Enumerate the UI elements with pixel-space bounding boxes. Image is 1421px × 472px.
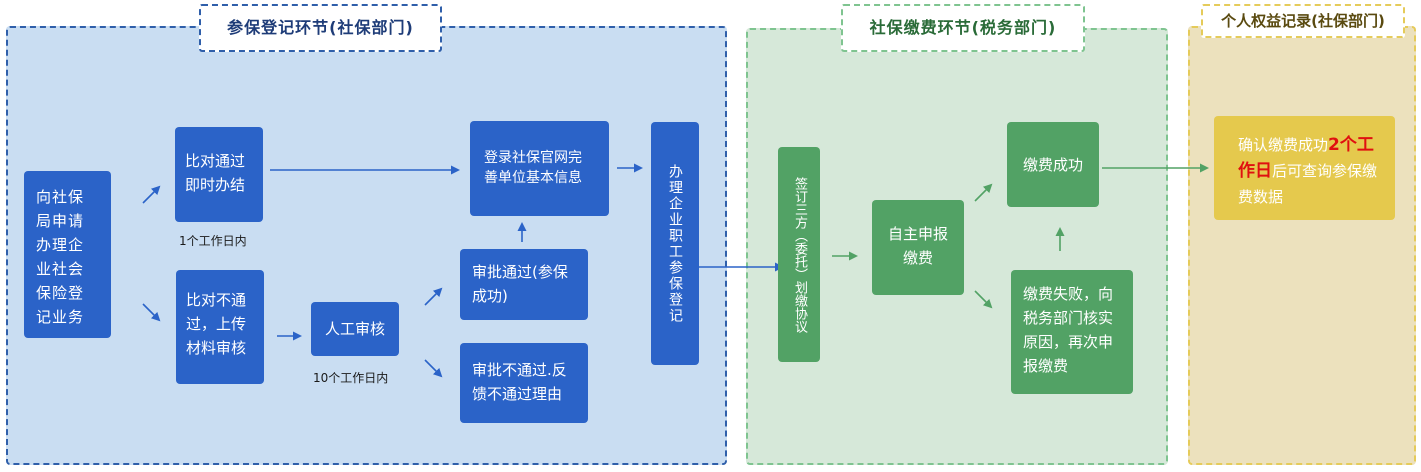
self-declare-box: 自主申报缴费 <box>872 200 964 295</box>
login-complete-box: 登录社保官网完善单位基本信息 <box>470 121 609 216</box>
pay-success-box: 缴费成功 <box>1007 122 1099 207</box>
compare-fail-box: 比对不通过，上传材料审核 <box>176 270 264 384</box>
confirm-query-box: 确认缴费成功2个工作日后可查询参保缴费数据 <box>1214 116 1395 220</box>
compare-pass-time-note: 1个工作日内 <box>179 234 247 248</box>
confirm-pre-text: 确认缴费成功 <box>1238 136 1329 154</box>
arrow-declare-to-fail <box>974 290 993 309</box>
manual-review-box: 人工审核 <box>311 302 399 356</box>
confirm-post-text: 后可查询参保缴费数据 <box>1238 162 1378 206</box>
rights-panel-title: 个人权益记录(社保部门) <box>1201 4 1405 38</box>
arrow-review-to-reject <box>424 359 443 378</box>
payment-panel-title: 社保缴费环节(税务部门) <box>841 4 1085 52</box>
arrow-declare-to-success <box>974 183 993 202</box>
arrow-review-to-approve <box>424 287 443 306</box>
confirm-highlight-text: 2个工作日 <box>1238 135 1374 181</box>
approve-pass-box: 审批通过(参保成功) <box>460 249 588 320</box>
manual-review-time-note: 10个工作日内 <box>313 371 389 385</box>
registration-panel-title: 参保登记环节(社保部门) <box>199 4 442 52</box>
rights-panel <box>1188 26 1416 465</box>
arrow-apply-to-pass <box>142 185 161 204</box>
apply-registration-box: 向社保局申请办理企业社会保险登记业务 <box>24 171 111 338</box>
registration-panel <box>6 26 727 465</box>
sign-agreement-box: 签订三方（委托）划缴协议 <box>778 147 820 362</box>
approve-fail-box: 审批不通过.反馈不通过理由 <box>460 343 588 423</box>
enroll-box: 办理企业职工参保登记 <box>651 122 699 365</box>
compare-pass-box: 比对通过即时办结 <box>175 127 263 222</box>
arrow-apply-to-fail <box>142 303 161 322</box>
pay-fail-box: 缴费失败，向税务部门核实原因，再次申报缴费 <box>1011 270 1133 394</box>
